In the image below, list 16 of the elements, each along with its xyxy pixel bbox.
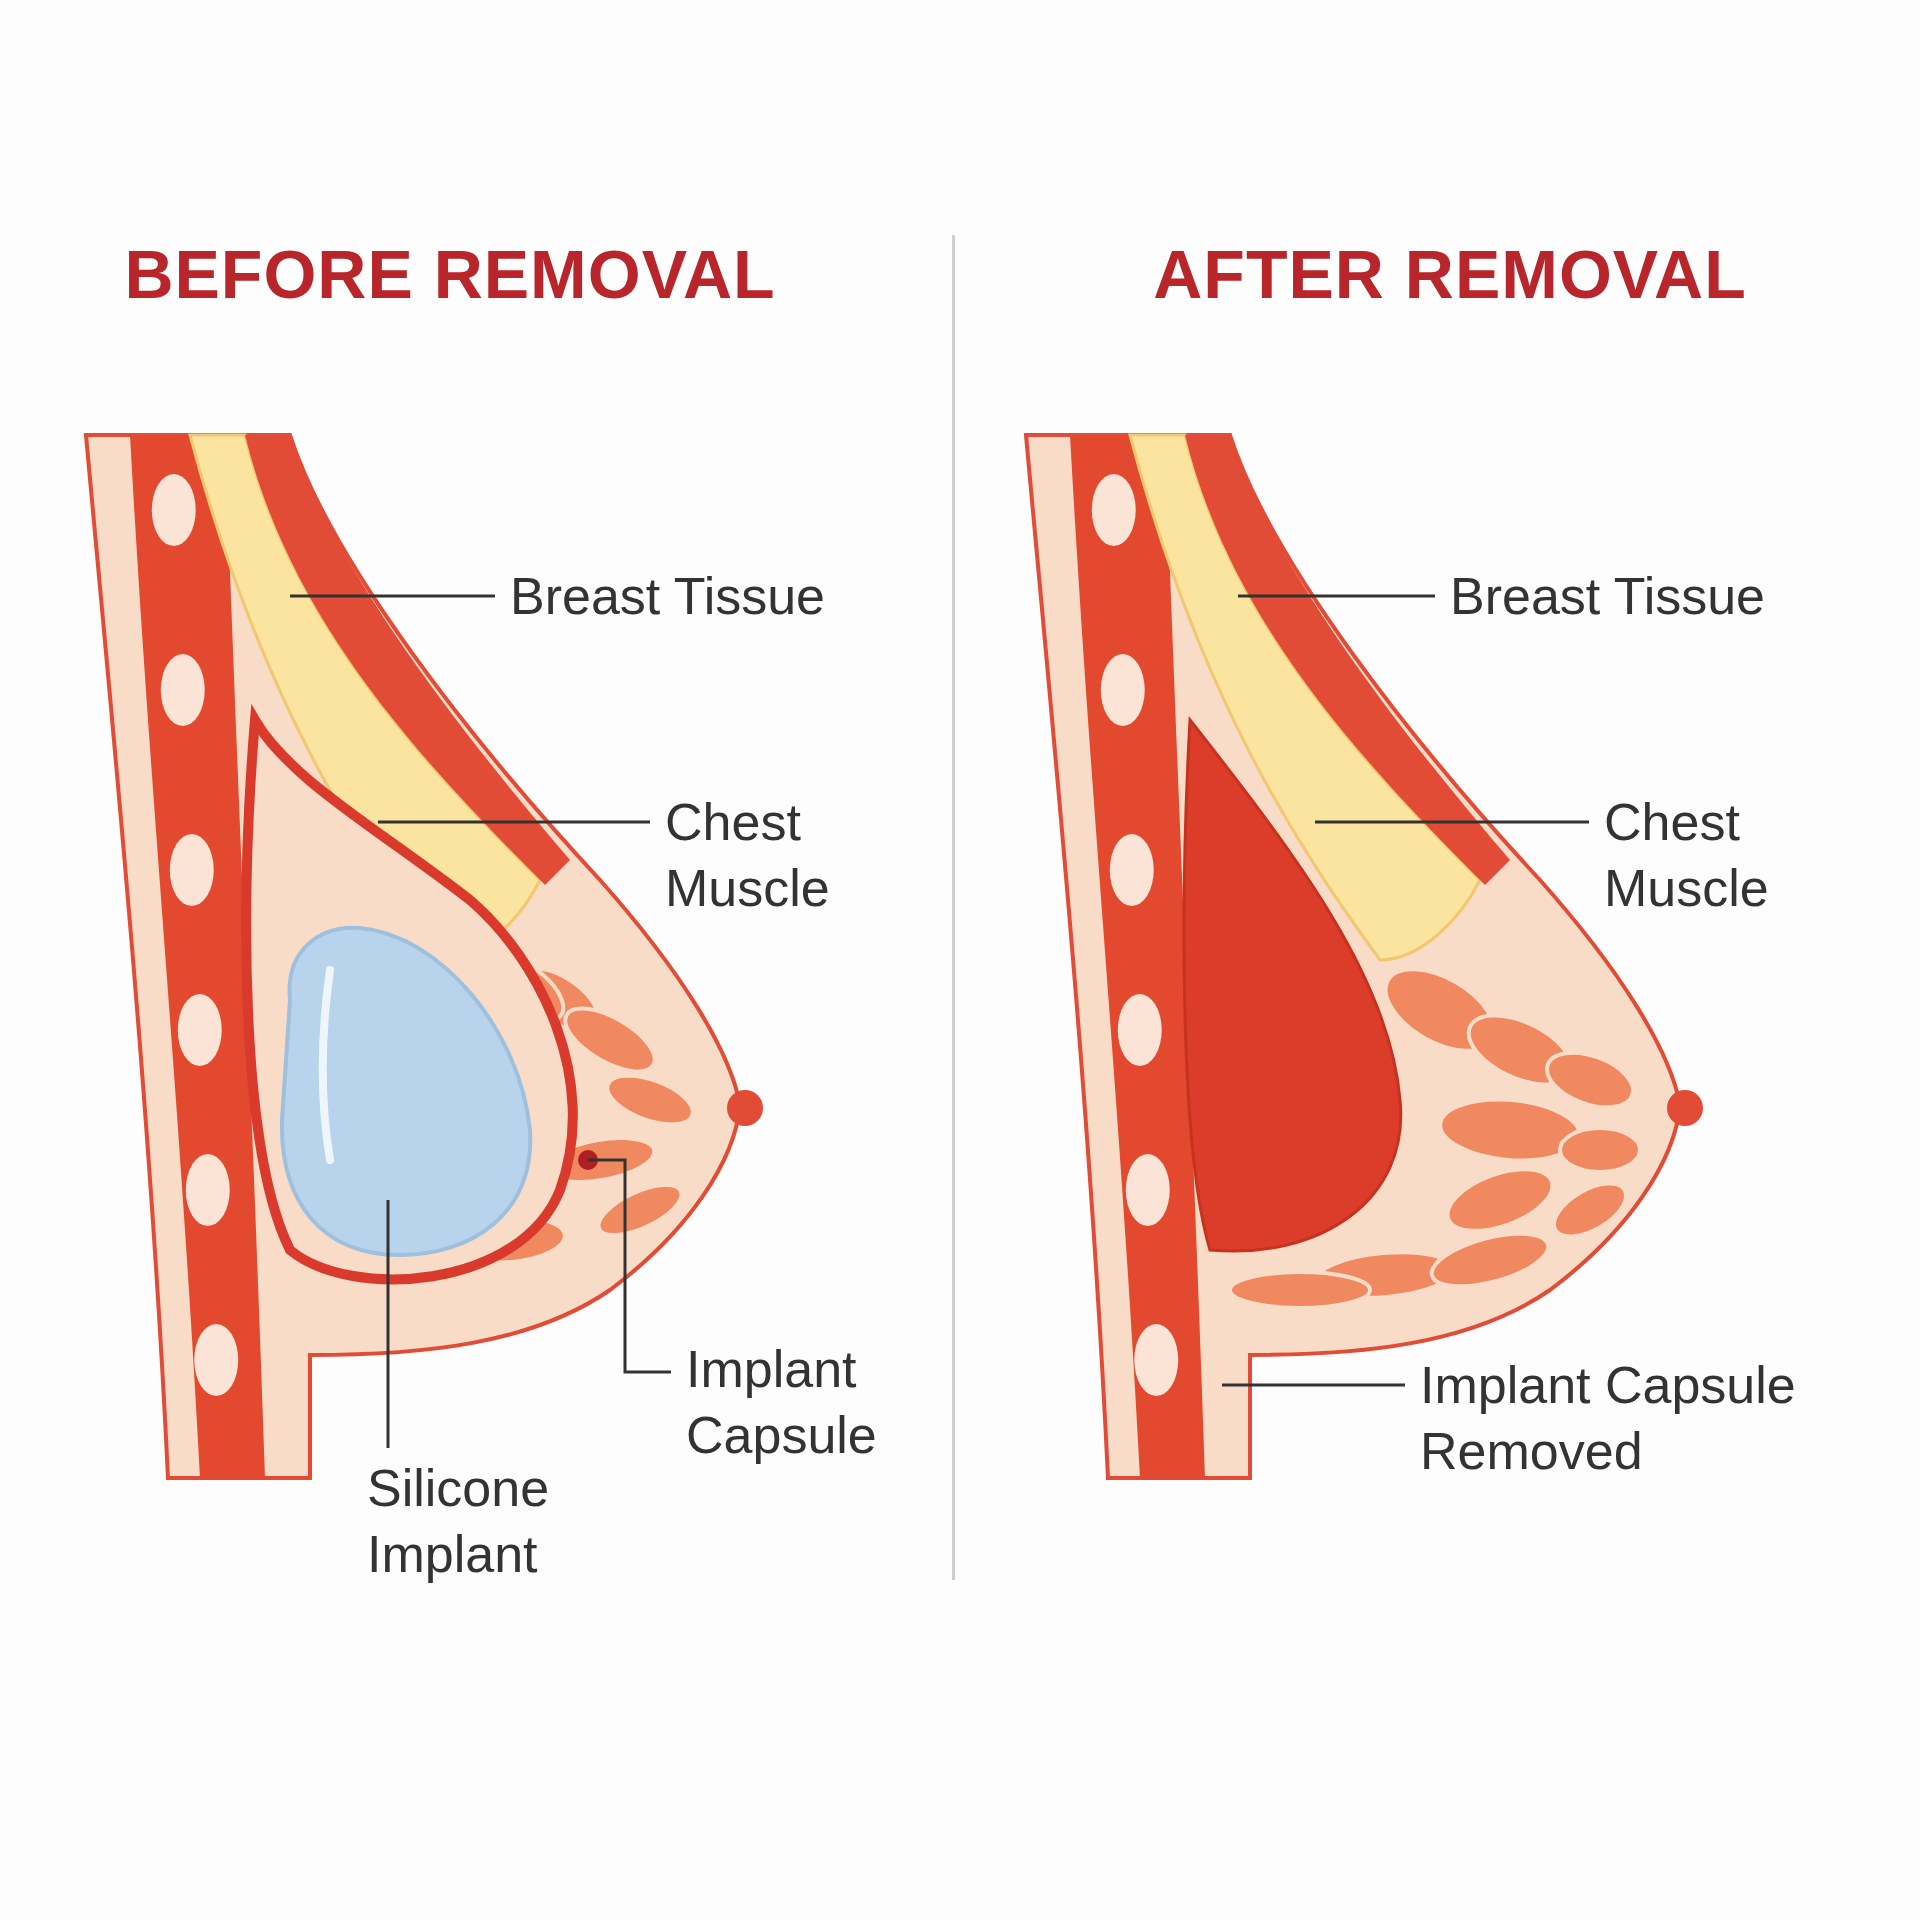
callout-label: Chest Muscle bbox=[1604, 789, 1824, 921]
leader-line bbox=[1315, 820, 1589, 824]
leader-line bbox=[1238, 594, 1435, 598]
leader-line bbox=[290, 594, 495, 598]
callout-label: Breast Tissue bbox=[1450, 563, 1850, 629]
callout-label: Breast Tissue bbox=[510, 563, 910, 629]
panel-title: BEFORE REMOVAL bbox=[123, 235, 777, 313]
leader-line bbox=[1222, 1383, 1405, 1387]
callout-label: Implant Capsule Removed bbox=[1420, 1352, 1840, 1484]
leader-line bbox=[378, 820, 650, 824]
panel-title: AFTER REMOVAL bbox=[1152, 235, 1748, 313]
leader-line bbox=[588, 1158, 671, 1374]
leader-line bbox=[386, 1200, 390, 1448]
callout-label: Implant Capsule bbox=[686, 1336, 926, 1468]
callout-label: Silicone Implant bbox=[367, 1455, 607, 1587]
callout-label: Chest Muscle bbox=[665, 789, 885, 921]
